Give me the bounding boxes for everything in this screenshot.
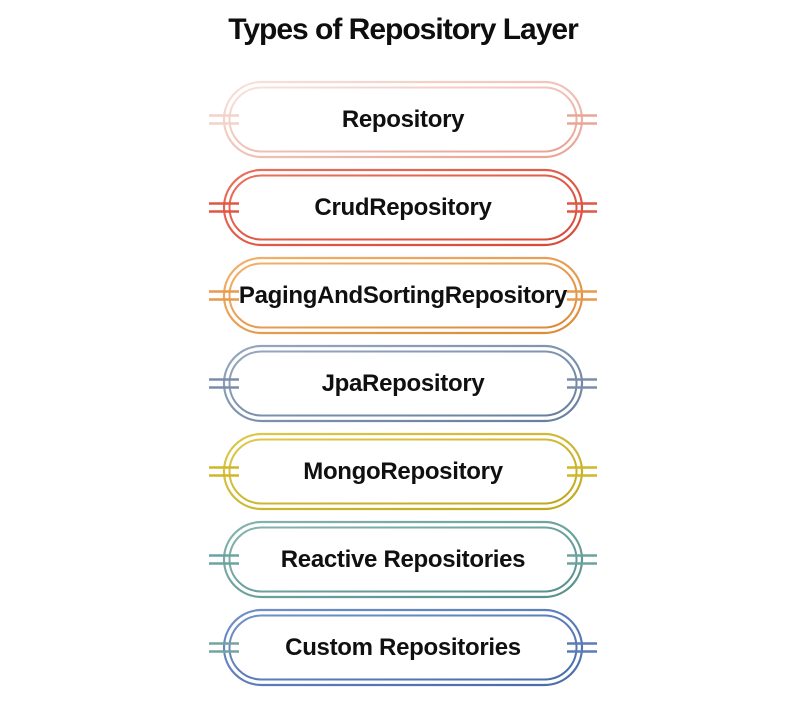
pill-pagingandsortingrepository: PagingAndSortingRepository (208, 256, 598, 335)
pill-mongorepository: MongoRepository (208, 432, 598, 511)
pill-label-jparepository: JpaRepository (321, 369, 485, 397)
pill-crudrepository: CrudRepository (208, 168, 598, 247)
pill-label-mongorepository: MongoRepository (303, 457, 503, 485)
pill-label-crudrepository: CrudRepository (314, 193, 492, 221)
pill-outline-custom-repositories (209, 608, 597, 687)
pill-label-custom-repositories: Custom Repositories (285, 633, 521, 661)
pill-label-reactive-repositories: Reactive Repositories (280, 545, 526, 573)
pill-custom-repositories: Custom Repositories (208, 608, 598, 687)
pill-label-pagingandsortingrepository: PagingAndSortingRepository (238, 281, 568, 309)
pill-outline-reactive-repositories (209, 520, 597, 599)
pill-outline-jparepository (209, 344, 597, 423)
pill-reactive-repositories: Reactive Repositories (208, 520, 598, 599)
pill-label-repository: Repository (341, 105, 465, 133)
pill-repository: Repository (208, 80, 598, 159)
pill-jparepository: JpaRepository (208, 344, 598, 423)
pill-outline-mongorepository (209, 432, 597, 511)
pill-outline-repository (209, 80, 597, 159)
diagram-title: Types of Repository Layer (228, 13, 579, 46)
pill-outline-pagingandsortingrepository (209, 256, 597, 335)
pill-outline-crudrepository (209, 168, 597, 247)
